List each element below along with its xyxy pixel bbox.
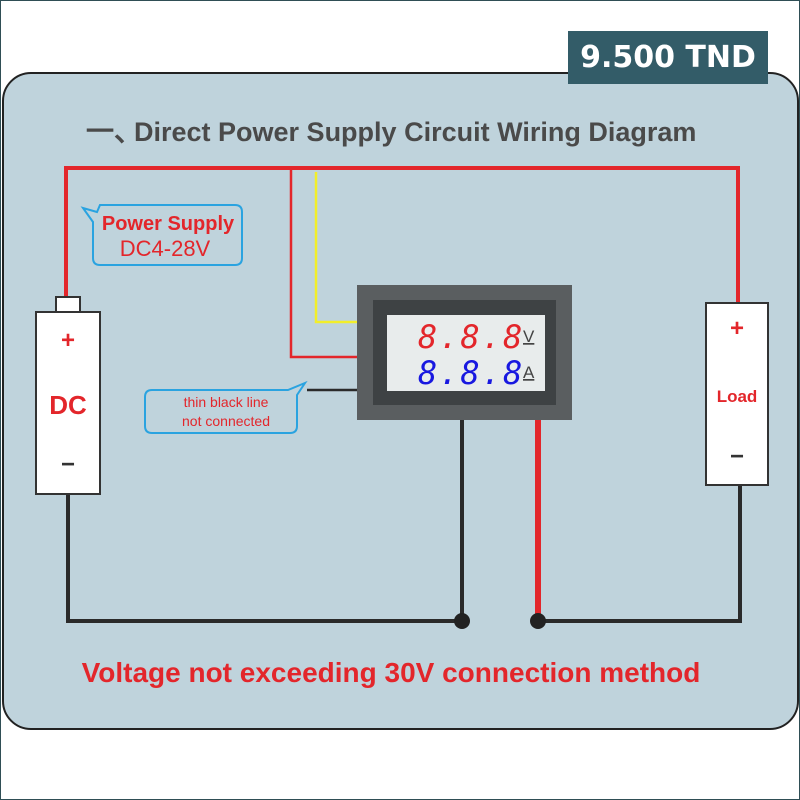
note-line1: thin black line — [184, 394, 269, 410]
current-display: 8.8.8 — [418, 354, 524, 392]
voltage-unit: V — [523, 327, 535, 346]
battery-plus: + — [61, 327, 75, 354]
note-line2: not connected — [182, 413, 270, 429]
power-supply-voltage: DC4-28V — [120, 236, 211, 261]
voltage-display: 8.8.8 — [418, 318, 524, 356]
battery — [35, 311, 101, 495]
price-tag: 9.500 TND — [568, 31, 768, 84]
junction-dot-black — [454, 613, 470, 629]
note-bubble — [144, 380, 308, 434]
load-label: Load — [717, 387, 758, 406]
red-supply-wire — [64, 166, 740, 303]
battery-terminal — [55, 296, 81, 313]
current-unit: A — [523, 363, 535, 382]
power-supply-bubble — [80, 204, 243, 266]
diagram-title: Direct Power Supply Circuit Wiring Diagr… — [134, 117, 696, 147]
yellow-meter-wire — [314, 172, 358, 324]
load-minus: − — [730, 443, 744, 470]
junction-dot-red — [530, 613, 546, 629]
load — [705, 302, 769, 486]
footer-caption: Voltage not exceeding 30V connection met… — [82, 657, 701, 688]
battery-minus: − — [61, 451, 75, 478]
battery-label: DC — [49, 390, 87, 420]
black-ground-wire — [66, 420, 464, 623]
wires — [64, 166, 742, 623]
red-meter-wire — [289, 168, 358, 359]
volt-amp-meter: 8.8.8 V 8.8.8 A — [357, 285, 572, 420]
load-plus: + — [730, 315, 744, 342]
power-supply-label: Power Supply — [102, 213, 235, 235]
black-load-wire — [538, 485, 742, 623]
title-prefix: 一、 — [86, 116, 142, 147]
